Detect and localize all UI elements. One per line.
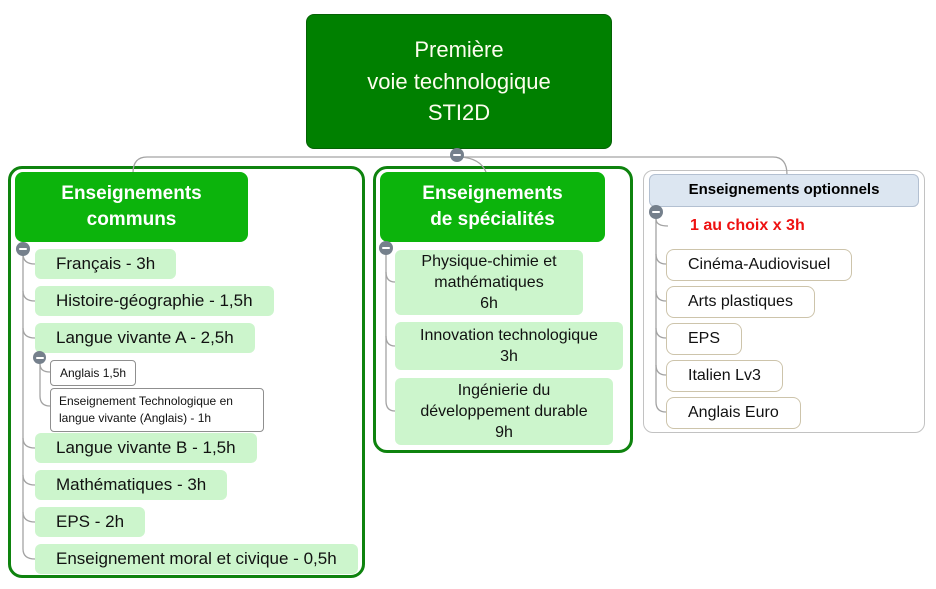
- branch-specialites-header[interactable]: Enseignements de spécialités: [380, 172, 605, 242]
- minus-icon: [382, 247, 390, 249]
- node-cinema-audiovisuel[interactable]: Cinéma-Audiovisuel: [666, 249, 853, 281]
- minus-icon: [35, 356, 44, 359]
- node-enseignement-moral-civique[interactable]: Enseignement moral et civique - 0,5h: [35, 544, 358, 574]
- collapse-toggle-langue-vivante-a[interactable]: [33, 351, 46, 364]
- node-histoire-geographie[interactable]: Histoire-géographie - 1,5h: [35, 286, 274, 316]
- node-langue-vivante-b[interactable]: Langue vivante B - 1,5h: [35, 433, 257, 463]
- root-node[interactable]: Première voie technologique STI2D: [306, 14, 612, 149]
- collapse-toggle-specialites[interactable]: [379, 241, 393, 255]
- minus-icon: [652, 211, 660, 213]
- node-eps-option[interactable]: EPS: [666, 323, 743, 355]
- node-innovation-technologique[interactable]: Innovation technologique 3h: [395, 322, 623, 370]
- node-enseignement-technologique-lv[interactable]: Enseignement Technologique en langue viv…: [50, 388, 264, 432]
- node-arts-plastiques[interactable]: Arts plastiques: [666, 286, 815, 318]
- node-francais[interactable]: Français - 3h: [35, 249, 177, 279]
- collapse-toggle-root[interactable]: [450, 148, 464, 162]
- node-mathematiques[interactable]: Mathématiques - 3h: [35, 470, 228, 500]
- node-eps[interactable]: EPS - 2h: [35, 507, 146, 537]
- minus-icon: [453, 154, 461, 156]
- node-physique-chimie-maths[interactable]: Physique-chimie et mathématiques 6h: [395, 250, 583, 315]
- collapse-toggle-optionnels[interactable]: [649, 205, 663, 219]
- node-ingenierie-developpement-durable[interactable]: Ingénierie du développement durable 9h: [395, 378, 613, 445]
- minus-icon: [19, 248, 27, 250]
- node-anglais[interactable]: Anglais 1,5h: [50, 360, 137, 386]
- node-anglais-euro[interactable]: Anglais Euro: [666, 397, 801, 429]
- branch-communs-header[interactable]: Enseignements communs: [15, 172, 248, 242]
- branch-optionnels-header[interactable]: Enseignements optionnels: [649, 174, 919, 207]
- node-italien-lv3[interactable]: Italien Lv3: [666, 360, 783, 392]
- node-langue-vivante-a[interactable]: Langue vivante A - 2,5h: [35, 323, 255, 353]
- collapse-toggle-communs[interactable]: [16, 242, 30, 256]
- note-un-au-choix: 1 au choix x 3h: [690, 217, 805, 234]
